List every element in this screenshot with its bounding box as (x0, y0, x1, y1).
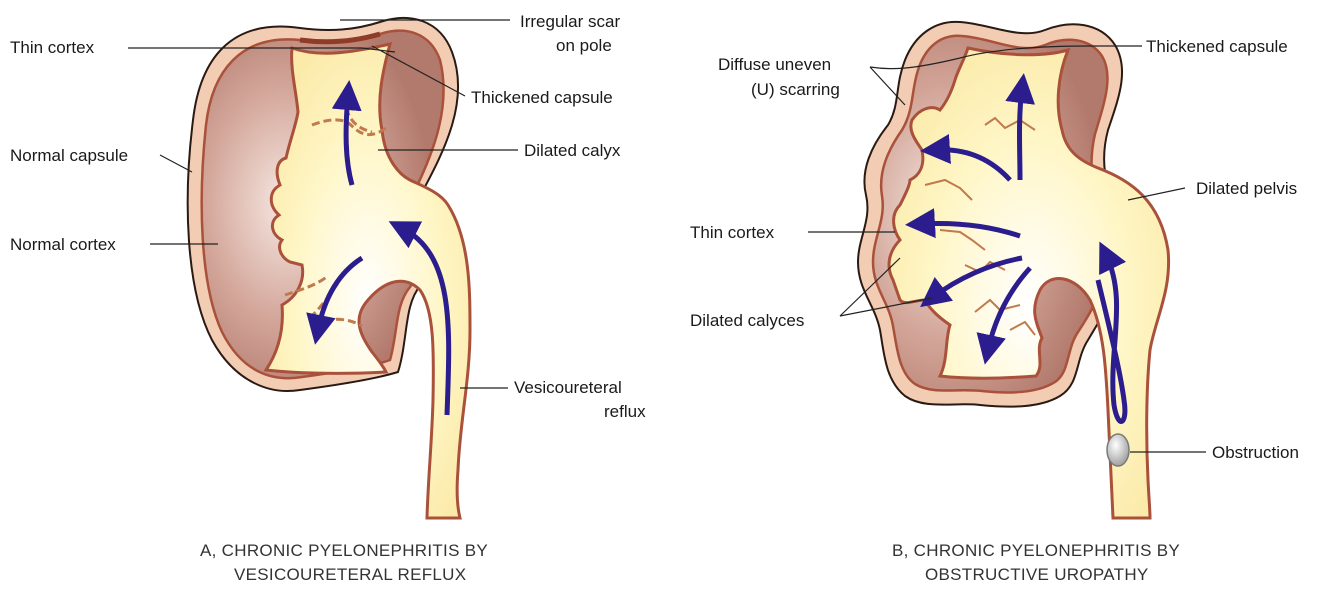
caption-a-line1: A, CHRONIC PYELONEPHRITIS BY (200, 541, 488, 560)
label-dilated-calyces: Dilated calyces (690, 311, 804, 330)
caption-b-line2: OBSTRUCTIVE UROPATHY (925, 565, 1149, 584)
label-dilated-calyx: Dilated calyx (524, 141, 621, 160)
label-thin-cortex-a: Thin cortex (10, 38, 95, 57)
kidney-a (188, 18, 470, 518)
label-normal-capsule: Normal capsule (10, 146, 128, 165)
label-thickened-capsule-a: Thickened capsule (471, 88, 613, 107)
label-vesicoureteral-2: reflux (604, 402, 646, 421)
label-diffuse-scarring-1: Diffuse uneven (718, 55, 831, 74)
label-vesicoureteral-1: Vesicoureteral (514, 378, 622, 397)
label-irregular-scar-2: on pole (556, 36, 612, 55)
label-thin-cortex-b: Thin cortex (690, 223, 775, 242)
caption-a-line2: VESICOURETERAL REFLUX (234, 565, 466, 584)
kidney-b (858, 22, 1169, 518)
label-thickened-capsule-b: Thickened capsule (1146, 37, 1288, 56)
label-diffuse-scarring-2: (U) scarring (751, 80, 840, 99)
label-irregular-scar-1: Irregular scar (520, 12, 620, 31)
caption-b-line1: B, CHRONIC PYELONEPHRITIS BY (892, 541, 1180, 560)
label-dilated-pelvis: Dilated pelvis (1196, 179, 1297, 198)
label-normal-cortex: Normal cortex (10, 235, 116, 254)
label-obstruction: Obstruction (1212, 443, 1299, 462)
obstruction-stone (1107, 434, 1129, 466)
arrow-b-up (1020, 88, 1023, 180)
